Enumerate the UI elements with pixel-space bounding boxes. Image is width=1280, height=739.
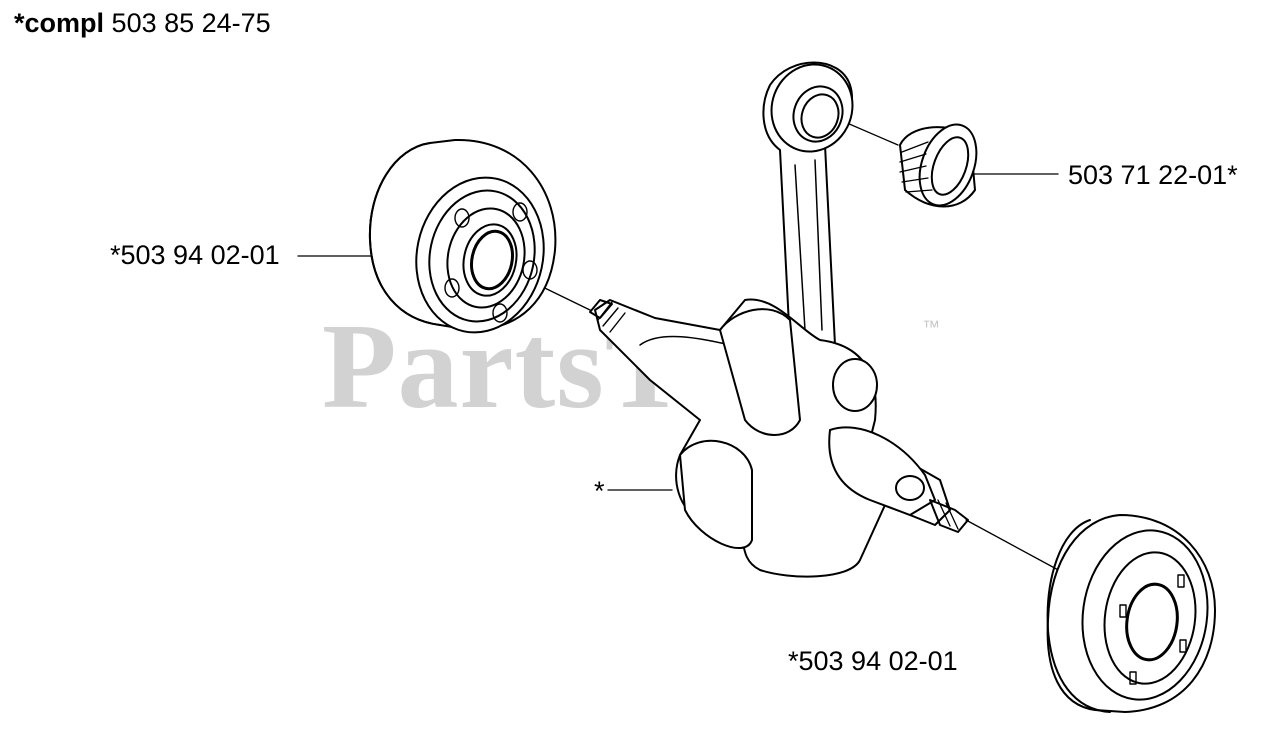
crankshaft-drawing — [589, 298, 969, 578]
title-number: 503 85 24-75 — [111, 8, 271, 38]
watermark-trademark: ™ — [922, 317, 940, 337]
title-part-number: *compl 503 85 24-75 — [14, 10, 271, 37]
callout-needle-bearing: 503 71 22-01* — [1068, 160, 1238, 190]
callout-left-ball-bearing: *503 94 02-01 — [110, 240, 280, 270]
title-prefix: *compl — [14, 8, 105, 38]
callout-crankshaft: * — [594, 476, 605, 506]
axis-right — [965, 519, 1063, 573]
callout-right-ball-bearing: *503 94 02-01 — [788, 646, 958, 676]
right-ball-bearing-drawing — [1046, 514, 1216, 713]
needle-bearing-drawing — [899, 123, 978, 208]
left-ball-bearing-drawing — [368, 138, 557, 334]
connecting-rod-drawing — [762, 61, 854, 346]
